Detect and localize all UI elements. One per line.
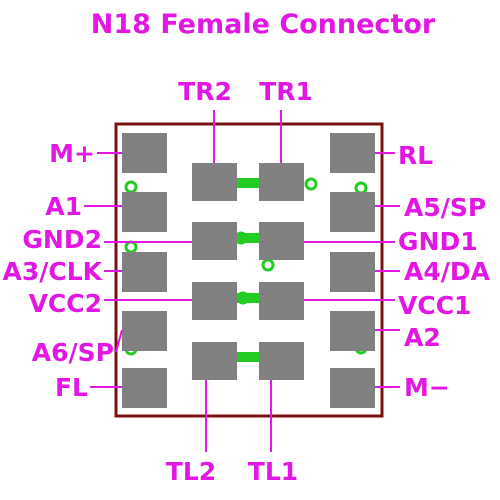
label-a5-sp: A5/SP [404, 193, 486, 222]
label-vcc1: VCC1 [398, 291, 471, 320]
label-tl1: TL1 [248, 457, 298, 486]
diagram-title: N18 Female Connector [91, 9, 436, 40]
pad-tr2 [192, 163, 237, 201]
pad-tl2 [192, 342, 237, 380]
label-a6-sp: A6/SP [32, 338, 114, 367]
pad-gnd1 [259, 222, 304, 260]
label-gnd2: GND2 [22, 225, 102, 254]
label-a2: A2 [404, 323, 441, 352]
pad-a5-sp [330, 192, 375, 232]
pad-a1 [122, 192, 167, 232]
pad-a6-sp [122, 311, 167, 351]
label-vcc2: VCC2 [29, 289, 102, 318]
label-a1: A1 [45, 192, 82, 221]
trace-top [236, 178, 260, 188]
leader-a6-sp [115, 329, 123, 353]
pad-vcc2 [192, 282, 237, 320]
pad-tr1 [259, 163, 304, 201]
label-m-minus: M− [404, 373, 450, 402]
trace-gnd [236, 233, 260, 243]
trace-bottom [236, 352, 260, 362]
pad-a3-clk [122, 252, 167, 292]
pad-tl1 [259, 342, 304, 380]
label-a4-da: A4/DA [404, 257, 491, 286]
label-rl: RL [398, 141, 433, 170]
pad-gnd2 [192, 222, 237, 260]
pad-fl [122, 368, 167, 408]
pad-a2 [330, 311, 375, 351]
pads [122, 133, 375, 408]
pad-vcc1 [259, 282, 304, 320]
label-tr2: TR2 [178, 77, 232, 106]
pad-rl [330, 133, 375, 173]
label-tr1: TR1 [259, 77, 313, 106]
via [304, 177, 318, 191]
pad-a4-da [330, 252, 375, 292]
pad-m-plus [122, 133, 167, 173]
label-gnd1: GND1 [398, 227, 478, 256]
pad-m-minus [330, 368, 375, 408]
label-m-plus: M+ [49, 139, 95, 168]
via [236, 291, 250, 305]
label-a3-clk: A3/CLK [2, 257, 103, 286]
label-tl2: TL2 [166, 457, 216, 486]
label-fl: FL [55, 373, 88, 402]
leader-lines [84, 110, 400, 452]
